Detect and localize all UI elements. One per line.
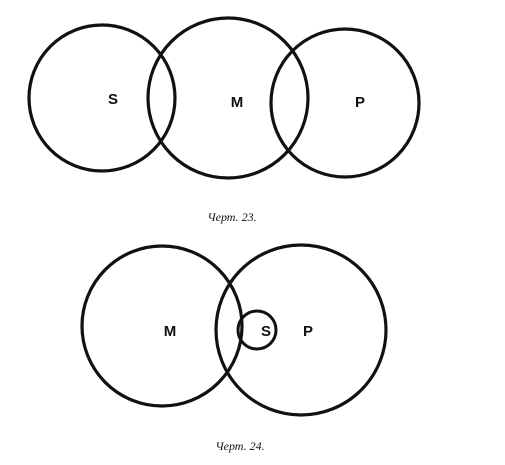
label-p: P <box>303 323 313 340</box>
figure-24: M S P Черт. 24. <box>80 243 388 453</box>
circle-p <box>269 27 421 179</box>
label-s: S <box>261 323 271 340</box>
circle-s <box>27 23 177 173</box>
label-s: S <box>108 91 118 108</box>
caption-figure-23: Черт. 23. <box>207 210 256 224</box>
circle-m <box>146 16 310 180</box>
caption-figure-24: Черт. 24. <box>215 439 264 453</box>
label-m: M <box>164 323 177 340</box>
circle-m <box>80 244 244 408</box>
label-m: M <box>231 94 244 111</box>
circle-p <box>214 243 388 417</box>
circle-s <box>236 309 278 351</box>
label-p: P <box>355 94 365 111</box>
figure-23: S M P Черт. 23. <box>27 16 421 224</box>
